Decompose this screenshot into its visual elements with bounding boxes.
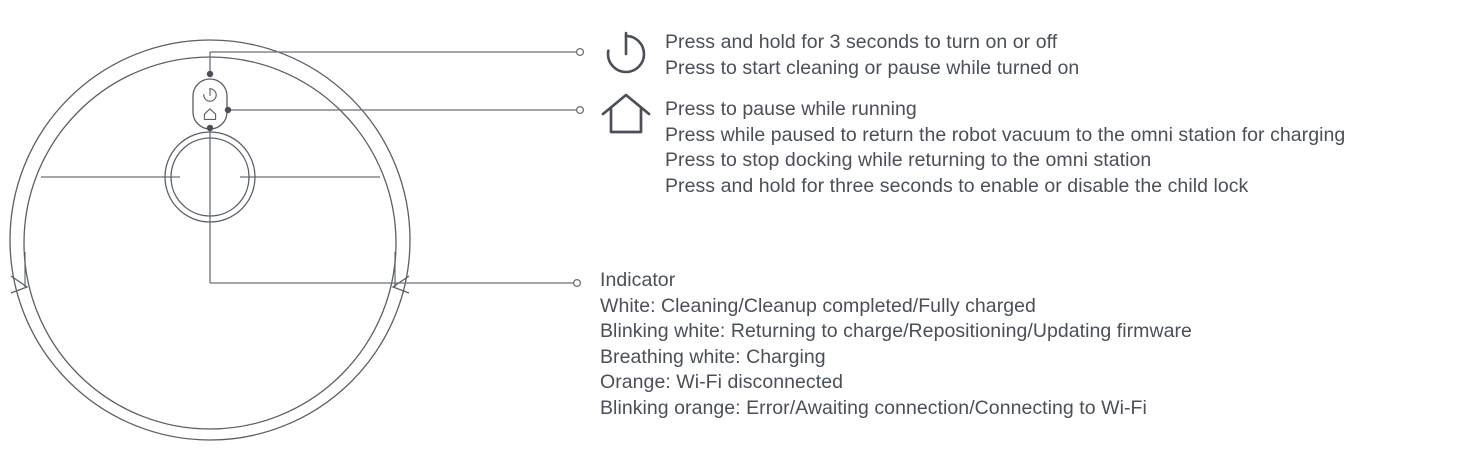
panel-home-icon[interactable] [203,108,217,120]
home-icon [601,93,651,134]
button-panel-pill [192,78,228,130]
indicator-state-blinking-white: Blinking white: Returning to charge/Repo… [600,320,1192,342]
power-callout-line-2: Press to start cleaning or pause while t… [665,56,1080,79]
leader-dot-home-anchor [224,106,232,114]
leader-line-power [206,47,585,78]
indicator-state-blinking-orange: Blinking orange: Error/Awaiting connecti… [600,396,1147,419]
leader-dot-power-end [575,47,585,57]
home-callout-text: Press to pause while running Press while… [665,97,1345,199]
leader-line-indicator [206,124,582,288]
bumper-notch-right [391,275,410,294]
indicator-state-orange: Orange: Wi-Fi disconnected [600,371,843,393]
home-callout-line-1: Press to pause while running [665,98,917,120]
power-callout-text: Press and hold for 3 seconds to turn on … [665,30,1079,81]
indicator-state-breathing-white: Breathing white: Charging [600,345,826,368]
power-callout-line-1: Press and hold for 3 seconds to turn on … [665,31,1058,53]
indicator-state-white: White: Cleaning/Cleanup completed/Fully … [600,294,1036,317]
leader-line-home [224,105,585,115]
indicator-title: Indicator [600,269,676,291]
leader-dot-indicator-end [572,278,582,288]
home-callout-line-4: Press and hold for three seconds to enab… [665,174,1249,197]
leader-dot-home-end [575,105,585,115]
panel-power-icon[interactable] [203,87,217,102]
leader-dot-power-anchor [206,70,214,78]
robot-vacuum-diagram [9,39,585,441]
home-callout-line-2: Press while paused to return the robot v… [665,123,1346,146]
indicator-callout-text: Indicator White: Cleaning/Cleanup comple… [600,268,1192,421]
home-callout-line-3: Press to stop docking while returning to… [665,149,1152,171]
leader-dot-indicator-anchor [206,124,214,132]
robot-body-outer-circle [9,39,411,441]
bumper-notch-left [10,275,29,294]
power-icon [606,31,646,74]
